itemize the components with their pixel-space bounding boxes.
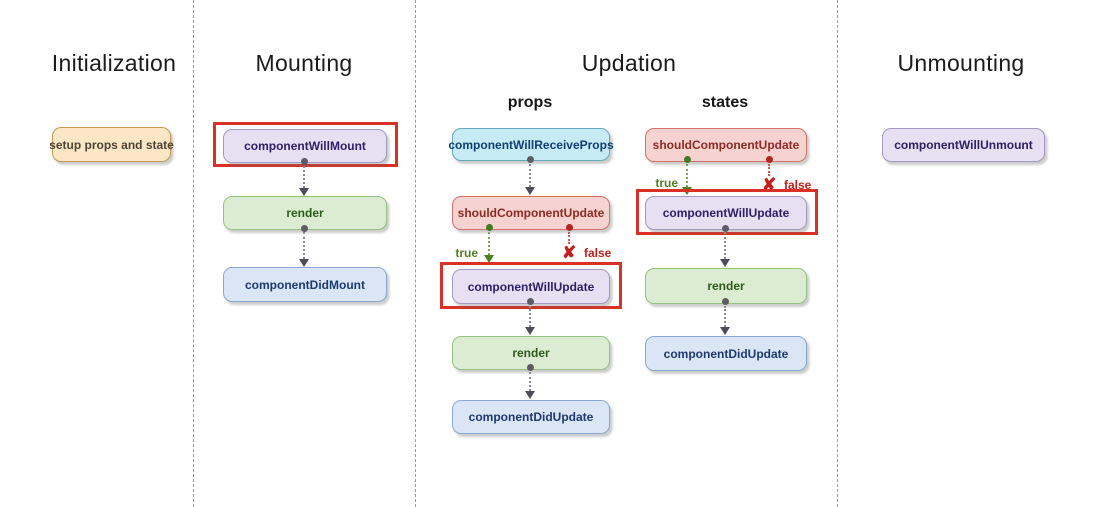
arrow-down-icon bbox=[720, 259, 730, 267]
box-component-will-unmount: componentWillUnmount bbox=[882, 128, 1045, 162]
connector-start-dot bbox=[722, 298, 729, 305]
true-branch-line bbox=[488, 232, 490, 255]
branch-label-false: false bbox=[784, 178, 812, 192]
phase-title-initialization: Initialization bbox=[51, 50, 177, 76]
connector-line bbox=[529, 164, 531, 187]
true-branch-dot bbox=[684, 156, 691, 163]
connector-line bbox=[303, 166, 305, 188]
branch-label-true: true bbox=[455, 246, 478, 260]
connector-start-dot bbox=[527, 364, 534, 371]
false-branch-dot bbox=[766, 156, 773, 163]
phase-title-updation: Updation bbox=[581, 50, 677, 76]
branch-label-true: true bbox=[655, 176, 678, 190]
arrow-down-icon bbox=[299, 188, 309, 196]
true-branch-dot bbox=[486, 224, 493, 231]
highlight-frame bbox=[636, 189, 818, 235]
box-setup-props-and-state: setup props and state bbox=[49, 127, 174, 162]
subcolumn-title-states: states bbox=[701, 94, 749, 111]
arrow-down-icon bbox=[525, 187, 535, 195]
arrow-down-icon bbox=[299, 259, 309, 267]
x-mark-icon: ✘ bbox=[762, 175, 777, 194]
column-separator bbox=[193, 0, 194, 507]
x-mark-icon: ✘ bbox=[562, 243, 577, 262]
connector-start-dot bbox=[527, 298, 534, 305]
highlight-frame bbox=[440, 262, 622, 309]
true-branch-line bbox=[686, 164, 688, 187]
connector-start-dot bbox=[722, 225, 729, 232]
subcolumn-title-props: props bbox=[507, 94, 553, 111]
connector-line bbox=[303, 232, 305, 259]
connector-start-dot bbox=[301, 225, 308, 232]
false-branch-dot bbox=[566, 224, 573, 231]
phase-title-mounting: Mounting bbox=[255, 50, 353, 76]
box-component-did-mount: componentDidMount bbox=[223, 267, 387, 302]
connector-line bbox=[724, 232, 726, 259]
false-branch-line bbox=[768, 164, 770, 176]
box-component-did-update-props: componentDidUpdate bbox=[452, 400, 610, 434]
box-component-will-update-states: componentWillUpdate bbox=[645, 196, 807, 230]
box-should-component-update-props: shouldComponentUpdate bbox=[452, 196, 610, 230]
box-component-did-update-states: componentDidUpdate bbox=[645, 336, 807, 371]
connector-line bbox=[724, 306, 726, 327]
arrow-down-icon bbox=[525, 391, 535, 399]
box-should-component-update-states: shouldComponentUpdate bbox=[645, 128, 807, 162]
true-arrow-down-icon bbox=[484, 255, 494, 263]
highlight-frame bbox=[213, 122, 398, 167]
box-render: render bbox=[223, 196, 387, 230]
connector-line bbox=[529, 372, 531, 391]
connector-line bbox=[529, 306, 531, 327]
column-separator bbox=[837, 0, 838, 507]
false-branch-line bbox=[568, 232, 570, 244]
column-separator bbox=[415, 0, 416, 507]
arrow-down-icon bbox=[720, 327, 730, 335]
branch-label-false: false bbox=[584, 246, 612, 260]
arrow-down-icon bbox=[525, 327, 535, 335]
phase-title-unmounting: Unmounting bbox=[897, 50, 1025, 76]
connector-start-dot bbox=[527, 156, 534, 163]
connector-start-dot bbox=[301, 158, 308, 165]
